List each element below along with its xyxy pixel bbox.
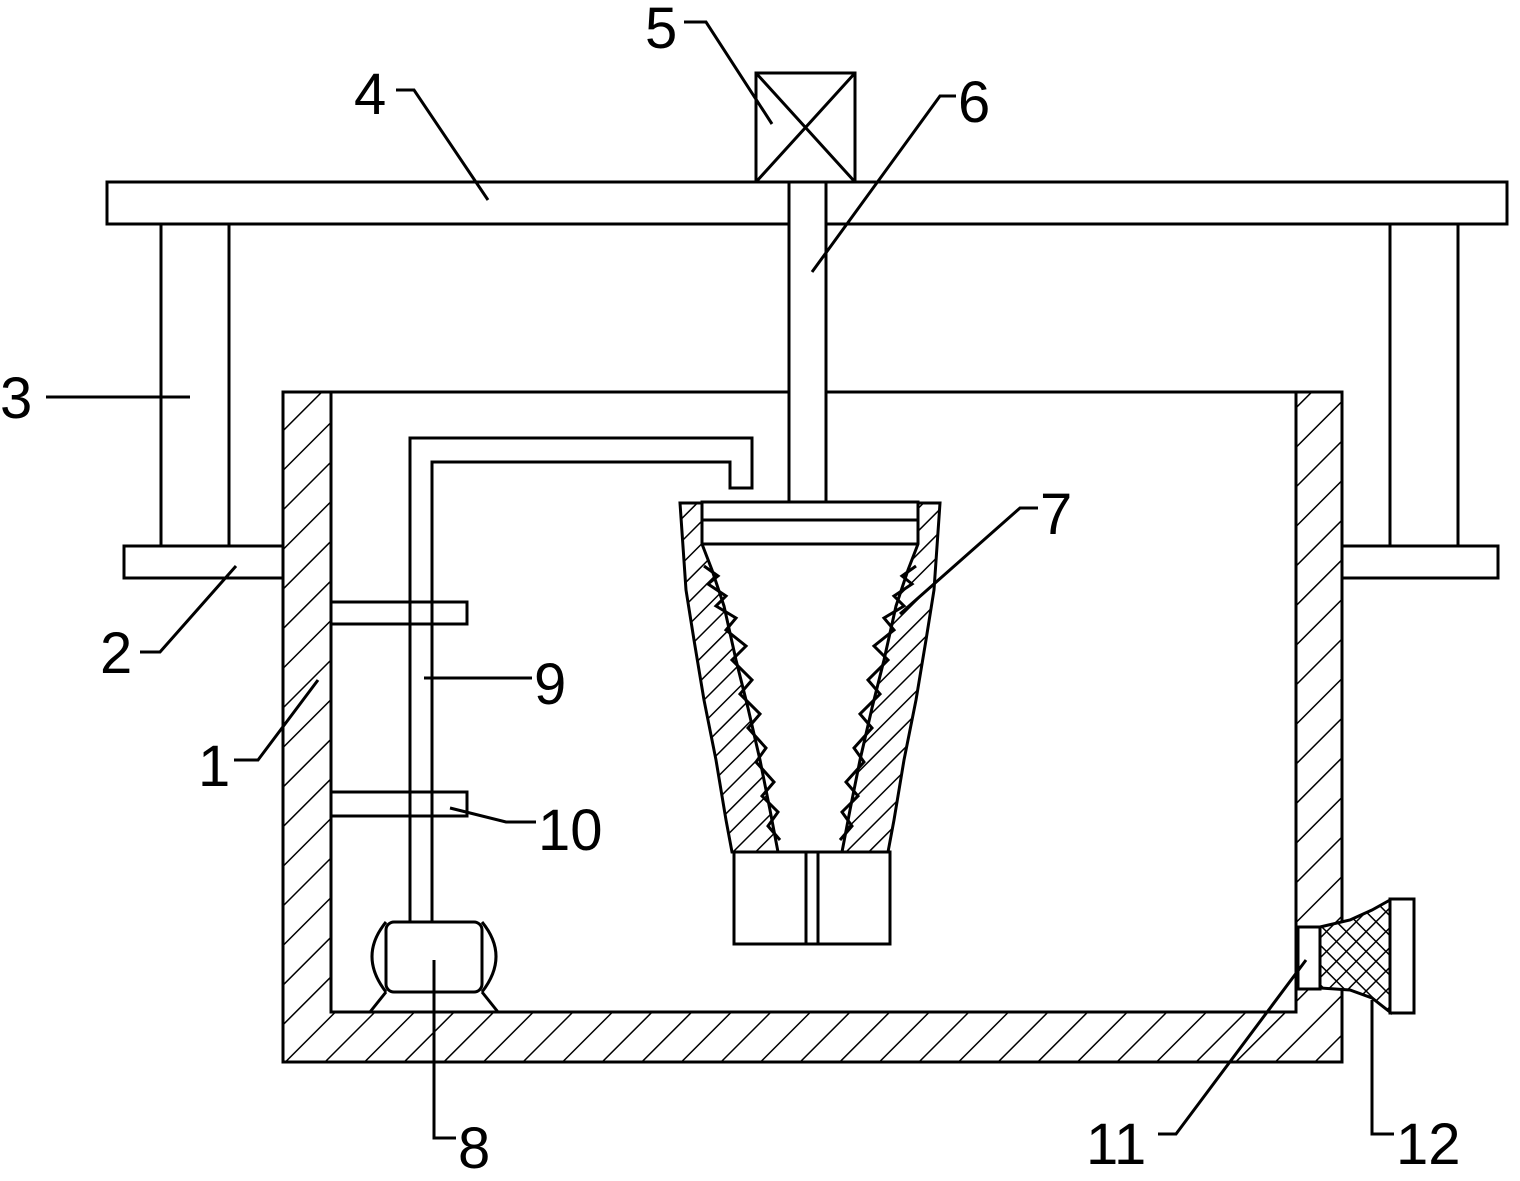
outlet-port [1296,925,1322,991]
label-7: 7 [1040,482,1072,547]
label-11: 11 [1086,1112,1146,1177]
label-2: 2 [100,621,132,686]
right-flange [1340,544,1500,580]
label-4: 4 [354,62,386,127]
drain-valve [1318,897,1416,1016]
lower-bracket [329,790,469,818]
right-support-column [1388,222,1460,548]
left-support-column [159,222,231,548]
motor [754,71,857,184]
inlet-pipe [408,436,754,950]
label-10: 10 [538,798,603,863]
label-1: 1 [198,734,230,799]
pump [368,920,500,1013]
drive-shaft [787,180,828,522]
label-3: 3 [0,366,32,431]
upper-bracket [329,600,469,626]
label-6: 6 [958,70,990,135]
left-flange [122,544,285,580]
label-5: 5 [645,0,677,61]
leader-lines [46,20,1394,1140]
label-12: 12 [1396,1112,1461,1177]
label-8: 8 [458,1116,490,1181]
label-9: 9 [534,652,566,717]
grinding-cone [678,500,942,946]
